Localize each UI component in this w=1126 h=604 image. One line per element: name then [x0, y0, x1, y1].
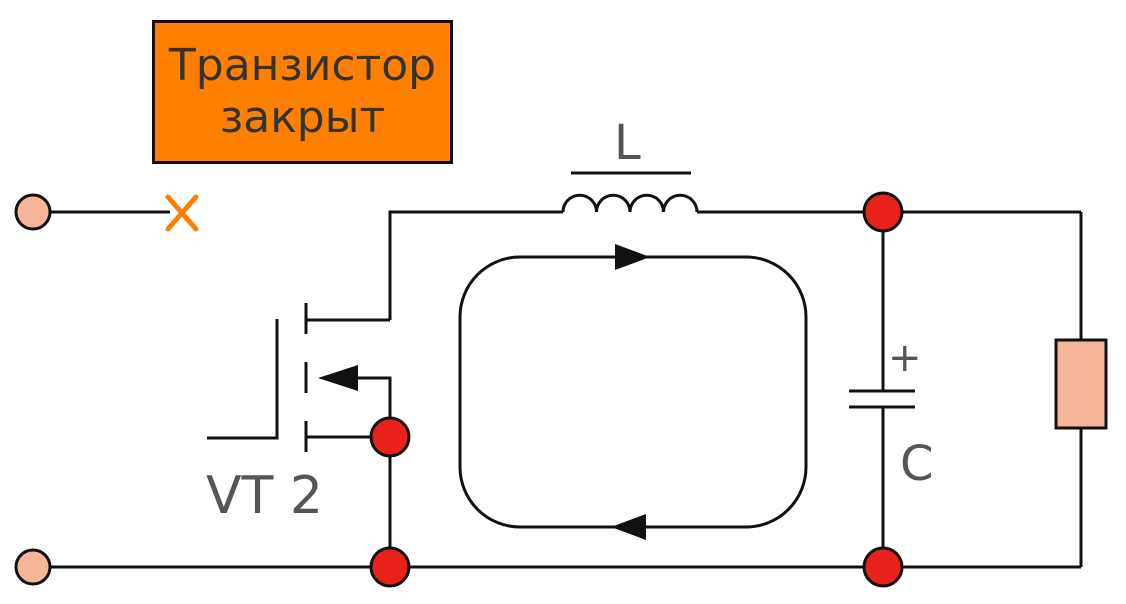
input-terminal-top: [14, 193, 52, 231]
transistor-gate-lead: [207, 319, 279, 440]
inductor-coil: [561, 193, 699, 213]
current-loop: [458, 255, 808, 529]
transistor-arrow-icon: [318, 365, 358, 391]
current-arrow-top-icon: [615, 244, 650, 270]
node-top-right: [862, 191, 904, 233]
wire-drain-to-inductor: [388, 210, 563, 320]
node-source: [369, 416, 411, 458]
node-bottom-left: [369, 546, 411, 588]
capacitor-polarity-label: +: [888, 335, 922, 381]
transistor-status-box: Транзистор закрыт: [152, 20, 453, 164]
status-line-1: Транзистор: [168, 40, 437, 91]
x-icon: [165, 194, 199, 232]
transistor-label: VT 2: [206, 466, 323, 526]
input-terminal-bottom: [14, 548, 52, 586]
inductor-label: L: [614, 115, 641, 171]
load-resistor: [1054, 338, 1108, 430]
node-bottom-right: [862, 546, 904, 588]
status-line-2: закрыт: [219, 92, 386, 143]
capacitor-label: C: [900, 436, 934, 492]
current-arrow-bottom-icon: [611, 514, 646, 540]
